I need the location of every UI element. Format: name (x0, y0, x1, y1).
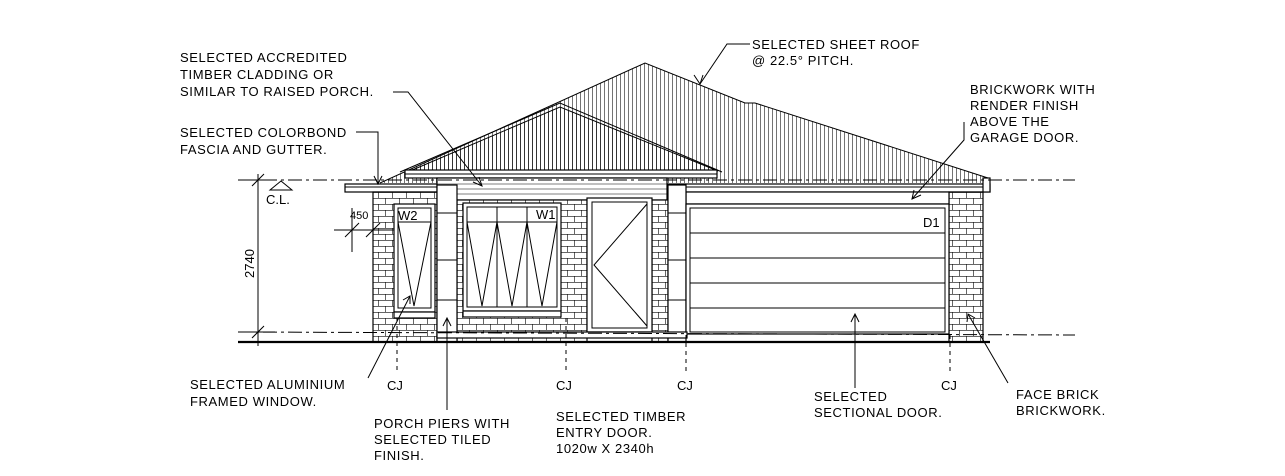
note-render-line-2: RENDER FINISH (970, 98, 1079, 113)
note-roof-line-2: @ 22.5° PITCH. (752, 53, 854, 68)
note-fascia-line-2: FASCIA AND GUTTER. (180, 142, 327, 157)
cj-label-2: CJ (556, 378, 572, 393)
offset-dimension (334, 208, 394, 252)
control-joint-lines (396, 318, 951, 372)
height-dimension (248, 173, 275, 346)
tag-w1: W1 (536, 207, 556, 222)
note-piers-line-1: PORCH PIERS WITH (374, 416, 510, 431)
note-piers: PORCH PIERS WITH SELECTED TILED FINISH. (374, 416, 510, 463)
note-piers-line-2: SELECTED TILED (374, 432, 491, 447)
note-sectional-line-2: SECTIONAL DOOR. (814, 405, 942, 420)
note-roof-line-1: SELECTED SHEET ROOF (752, 37, 920, 52)
note-render-line-1: BRICKWORK WITH (970, 82, 1095, 97)
level-lines (237, 179, 1076, 336)
note-entry-line-1: SELECTED TIMBER (556, 409, 686, 424)
note-cladding-line-1: SELECTED ACCREDITED (180, 50, 347, 65)
note-cladding-line-2: TIMBER CLADDING OR (180, 67, 334, 82)
window-w1 (462, 202, 562, 318)
height-dim-text: 2740 (242, 249, 257, 278)
ground-line (238, 331, 990, 344)
note-cladding: SELECTED ACCREDITED TIMBER CLADDING OR S… (180, 50, 374, 99)
cj-label-3: CJ (677, 378, 693, 393)
note-sectional: SELECTED SECTIONAL DOOR. (814, 389, 942, 420)
cj-label-4: CJ (941, 378, 957, 393)
note-fascia: SELECTED COLORBOND FASCIA AND GUTTER. (180, 125, 347, 157)
note-entry-line-3: 1020w X 2340h (556, 441, 654, 456)
tag-w2: W2 (398, 208, 418, 223)
note-facebrick-line-1: FACE BRICK (1016, 387, 1099, 402)
porch-pier-left (436, 184, 458, 343)
garage-sectional-door (685, 203, 950, 335)
note-roof: SELECTED SHEET ROOF @ 22.5° PITCH. (752, 37, 920, 68)
note-facebrick-line-2: BRICKWORK. (1016, 403, 1106, 418)
tag-d1: D1 (923, 215, 940, 230)
note-window: SELECTED ALUMINIUM FRAMED WINDOW. (190, 377, 345, 409)
entry-door (586, 197, 653, 333)
note-entry-line-2: ENTRY DOOR. (556, 425, 652, 440)
ceiling-level-label: C.L. (266, 192, 290, 207)
note-sectional-line-1: SELECTED (814, 389, 887, 404)
note-render-line-3: ABOVE THE (970, 114, 1050, 129)
note-render-line-4: GARAGE DOOR. (970, 130, 1079, 145)
note-facebrick: FACE BRICK BRICKWORK. (1016, 387, 1106, 418)
note-fascia-line-1: SELECTED COLORBOND (180, 125, 347, 140)
porch-pier-right (667, 184, 687, 343)
note-piers-line-3: FINISH. (374, 448, 424, 463)
leader-lines (356, 43, 1009, 410)
note-cladding-line-3: SIMILAR TO RAISED PORCH. (180, 84, 374, 99)
offset-dim-text: 450 (350, 210, 368, 222)
note-window-line-1: SELECTED ALUMINIUM (190, 377, 345, 392)
note-render: BRICKWORK WITH RENDER FINISH ABOVE THE G… (970, 82, 1095, 145)
cj-label-1: CJ (387, 378, 403, 393)
note-entry: SELECTED TIMBER ENTRY DOOR. 1020w X 2340… (556, 409, 686, 456)
window-w2 (393, 203, 436, 319)
porch-beam-cladding (436, 177, 668, 201)
note-window-line-2: FRAMED WINDOW. (190, 394, 317, 409)
